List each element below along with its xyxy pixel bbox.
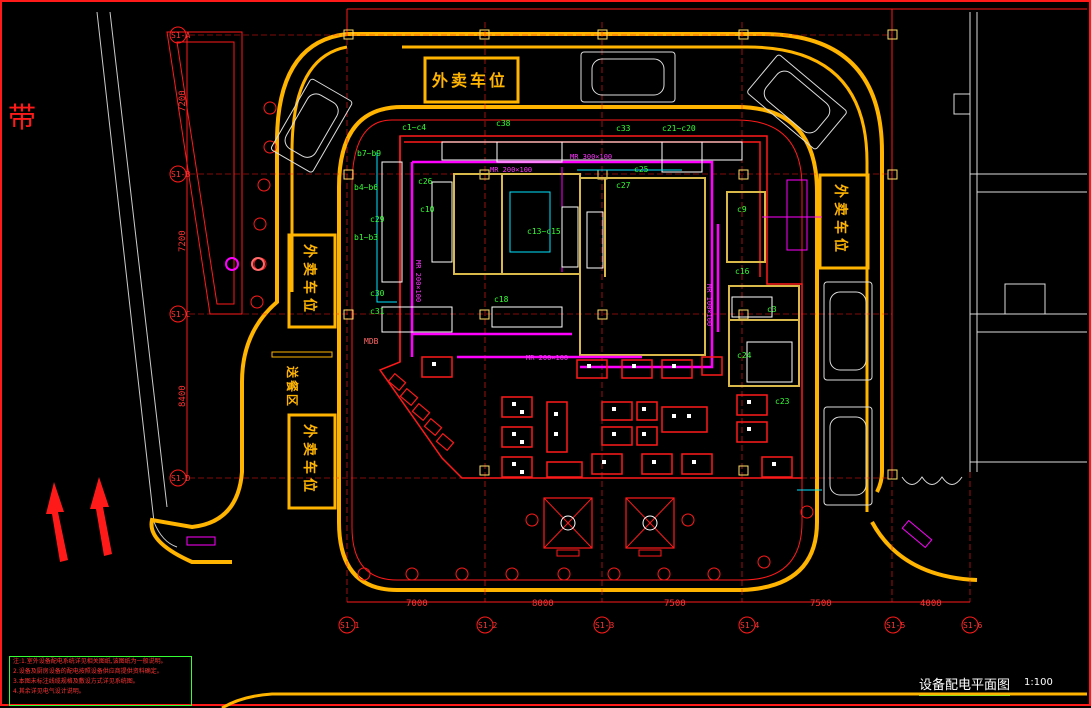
grid-bubble-s1-c: S1-C <box>171 310 190 319</box>
tray-tag: MR 200×100 <box>526 354 568 362</box>
road-edge-left <box>96 11 178 548</box>
crosswalk-mark <box>271 351 333 358</box>
note-line: 注:1.室外设备配电系统详见相关图纸,该图纸为一般说明。 <box>13 658 167 665</box>
left-planter <box>166 31 243 315</box>
circuit-tag: c29 <box>370 215 385 224</box>
grid-bubble-s1-4: S1-4 <box>740 621 759 630</box>
note-line: 3.本图未标注线缆规格及敷设方式详见系统图。 <box>13 678 139 685</box>
note-line: 4.其余详见电气设计说明。 <box>13 688 85 695</box>
tray-tag: MR 100×100 <box>705 284 713 326</box>
notes-box: 注:1.室外设备配电系统详见相关图纸,该图纸为一般说明。 2.设备及厨房设备的配… <box>9 656 192 706</box>
neighbor-building <box>901 12 1087 485</box>
circuit-tag: c30 <box>370 289 385 298</box>
traffic-arrows <box>46 477 112 562</box>
circuit-tag-mdb: MDB <box>364 337 379 346</box>
dining-tables <box>421 356 793 478</box>
plot-boundary <box>351 119 803 581</box>
circuit-tag: b1~b3 <box>354 233 378 242</box>
entrance-seating <box>387 372 455 452</box>
drawing-title: 设备配电平面图 <box>919 674 1011 696</box>
grid-bubbles-left: S1-A S1-B S1-C S1-D <box>169 26 190 487</box>
dim-4000: 4000 <box>920 599 942 609</box>
grid-bubbles-bottom: S1-1 S1-2 S1-3 S1-4 S1-5 S1-6 <box>338 616 982 634</box>
tray-annotations: MR 200×100 MR 300×100 MR 200×100 MR 200×… <box>414 153 713 362</box>
label-parking-left-lower: 外卖车位 <box>301 424 318 496</box>
driveway-outer-left <box>149 32 348 564</box>
label-parking-left-upper: 外卖车位 <box>301 244 318 316</box>
circuit-tag: c21~c20 <box>662 124 696 133</box>
grid-bubble-s1-2: S1-2 <box>478 621 497 630</box>
parked-cars <box>186 51 933 549</box>
dim-7200-a: 7200 <box>178 90 188 112</box>
sign-pylon <box>225 257 239 271</box>
driveway-mid-lane <box>402 45 869 512</box>
tray-tag: MR 200×100 <box>414 260 422 302</box>
circuit-tag: c38 <box>496 119 511 128</box>
cable-trays-thin <box>561 167 822 272</box>
circuit-tag: c31 <box>370 307 385 316</box>
dim-7500-a: 7500 <box>664 599 686 609</box>
cable-trays <box>410 160 720 369</box>
grid-bubble-s1-3: S1-3 <box>595 621 614 630</box>
driveway-exit <box>870 521 978 582</box>
dim-8400: 8400 <box>178 385 188 407</box>
column-markers <box>343 29 898 480</box>
grid-bubble-s1-a: S1-A <box>171 31 190 40</box>
dim-7500-b: 7500 <box>810 599 832 609</box>
circuit-tag: c1~c4 <box>402 123 426 132</box>
circuit-tag: c9 <box>737 205 747 214</box>
driveway-outer-top-right <box>347 32 884 493</box>
circuit-tag: b7~b9 <box>357 149 381 158</box>
tray-tag: MR 200×100 <box>490 166 532 174</box>
grid-bubble-s1-b: S1-B <box>171 170 190 179</box>
kitchen-equipment <box>381 141 793 383</box>
circuit-tag: c3 <box>767 305 777 314</box>
tray-tag: MR 300×100 <box>570 153 612 161</box>
circuit-tag: c13~c15 <box>527 227 561 236</box>
partial-text-left: 带 <box>8 101 36 134</box>
cyan-conduits <box>376 152 822 491</box>
circuit-tag: c27 <box>616 181 631 190</box>
circuit-tag: c18 <box>494 295 509 304</box>
grid-bubble-s1-6: S1-6 <box>963 621 982 630</box>
circuit-tag: c26 <box>418 177 433 186</box>
driveway-mid-left <box>290 45 348 292</box>
dim-7000: 7000 <box>406 599 428 609</box>
circuit-tag: c10 <box>420 205 435 214</box>
parking-labels: 外卖车位 外卖车位 外卖车位 外卖车位 送餐区 <box>285 56 870 510</box>
dim-7200-b: 7200 <box>178 230 188 252</box>
circuit-tag: c25 <box>634 165 649 174</box>
circuit-tag: c24 <box>737 351 752 360</box>
bottom-dimensions: 7000 8000 7500 7500 4000 <box>406 599 942 609</box>
label-side: 送餐区 <box>285 365 300 408</box>
left-dimensions: 7200 7200 8400 <box>178 90 188 407</box>
circuit-tag: c23 <box>775 397 790 406</box>
sign-light <box>251 257 265 271</box>
note-line: 2.设备及厨房设备的配电按照设备供应商提供资料确定。 <box>13 668 163 675</box>
drawing-scale: 1:100 <box>1024 677 1053 688</box>
label-parking-right: 外卖车位 <box>832 184 849 256</box>
grid-bubble-s1-1: S1-1 <box>340 621 359 630</box>
circuit-tag: c33 <box>616 124 631 133</box>
outdoor-umbrellas <box>543 497 675 557</box>
room-walls <box>453 173 800 387</box>
label-parking-top: 外卖车位 <box>431 71 508 90</box>
circuit-annotations: c1~c4 c38 c33 c21~c20 b7~b9 b4~b6 b1~b3 … <box>354 119 790 406</box>
left-planter-inner <box>176 41 235 305</box>
dim-8000: 8000 <box>532 599 554 609</box>
circuit-tag: c16 <box>735 267 750 276</box>
circuit-tag: b4~b6 <box>354 183 378 192</box>
road-edge-inner <box>109 11 168 508</box>
grid-bubble-s1-5: S1-5 <box>886 621 905 630</box>
grid-bubble-s1-d: S1-D <box>171 474 190 483</box>
